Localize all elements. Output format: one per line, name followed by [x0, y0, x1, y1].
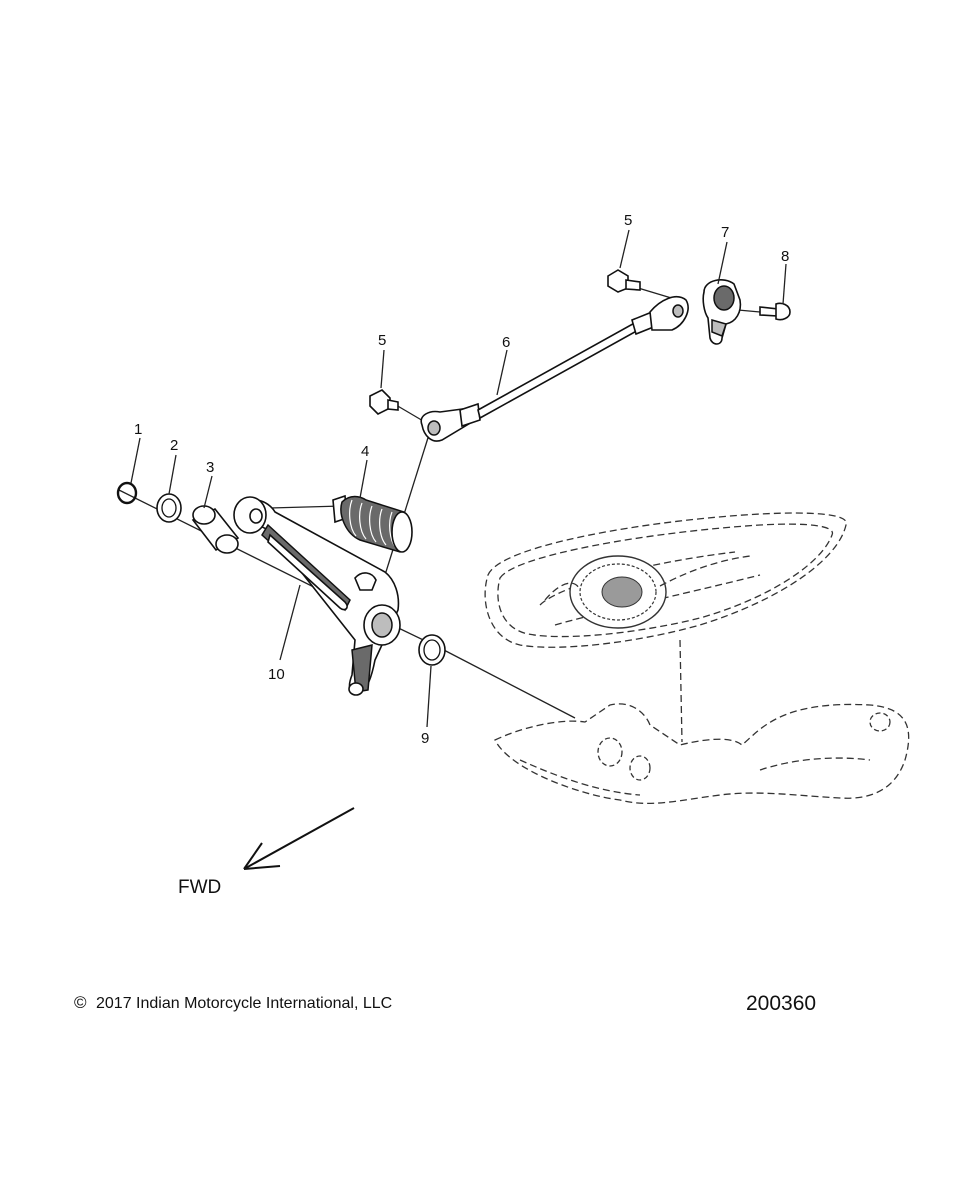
callout-4: 4 [361, 443, 369, 460]
part-5-bolt-upper [607, 269, 641, 293]
callout-6: 6 [502, 334, 510, 351]
forward-direction-arrow: FWD [178, 807, 355, 898]
callout-5-upper: 5 [624, 212, 632, 229]
part-2-washer [156, 493, 182, 523]
drawing-number: 200360 [746, 992, 816, 1015]
callout-3: 3 [206, 459, 214, 476]
part-8-screw [759, 302, 791, 321]
callout-7: 7 [721, 224, 729, 241]
callout-9: 9 [421, 730, 429, 747]
callout-1: 1 [134, 421, 142, 438]
callout-8: 8 [781, 248, 789, 265]
part-1-retaining-ring [116, 481, 138, 505]
part-3-bushing [191, 505, 240, 554]
floorboard-bracket-phantom [494, 703, 910, 805]
part-9-washer [418, 634, 446, 666]
callout-10: 10 [268, 666, 285, 683]
part-5-bolt-lower [369, 389, 399, 415]
fwd-label: FWD [178, 877, 221, 898]
floorboard-emblem [544, 555, 751, 629]
copyright-text: 2017 Indian Motorcycle International, LL… [96, 995, 392, 1012]
part-10-shift-lever [233, 496, 401, 696]
footer: © 2017 Indian Motorcycle International, … [74, 992, 816, 1015]
floorboard-leader [679, 639, 683, 743]
copyright-symbol: © [74, 993, 87, 1012]
callout-leaders [130, 229, 787, 728]
callout-5-lower: 5 [378, 332, 386, 349]
part-7-shift-arm [702, 279, 742, 345]
callout-2: 2 [170, 437, 178, 454]
part-6-shift-rod [420, 296, 689, 442]
part-4-shift-peg [332, 494, 413, 553]
floorboard-phantom [484, 512, 847, 743]
callout-numbers: 1 2 3 4 5 6 5 7 8 9 10 [134, 212, 789, 747]
